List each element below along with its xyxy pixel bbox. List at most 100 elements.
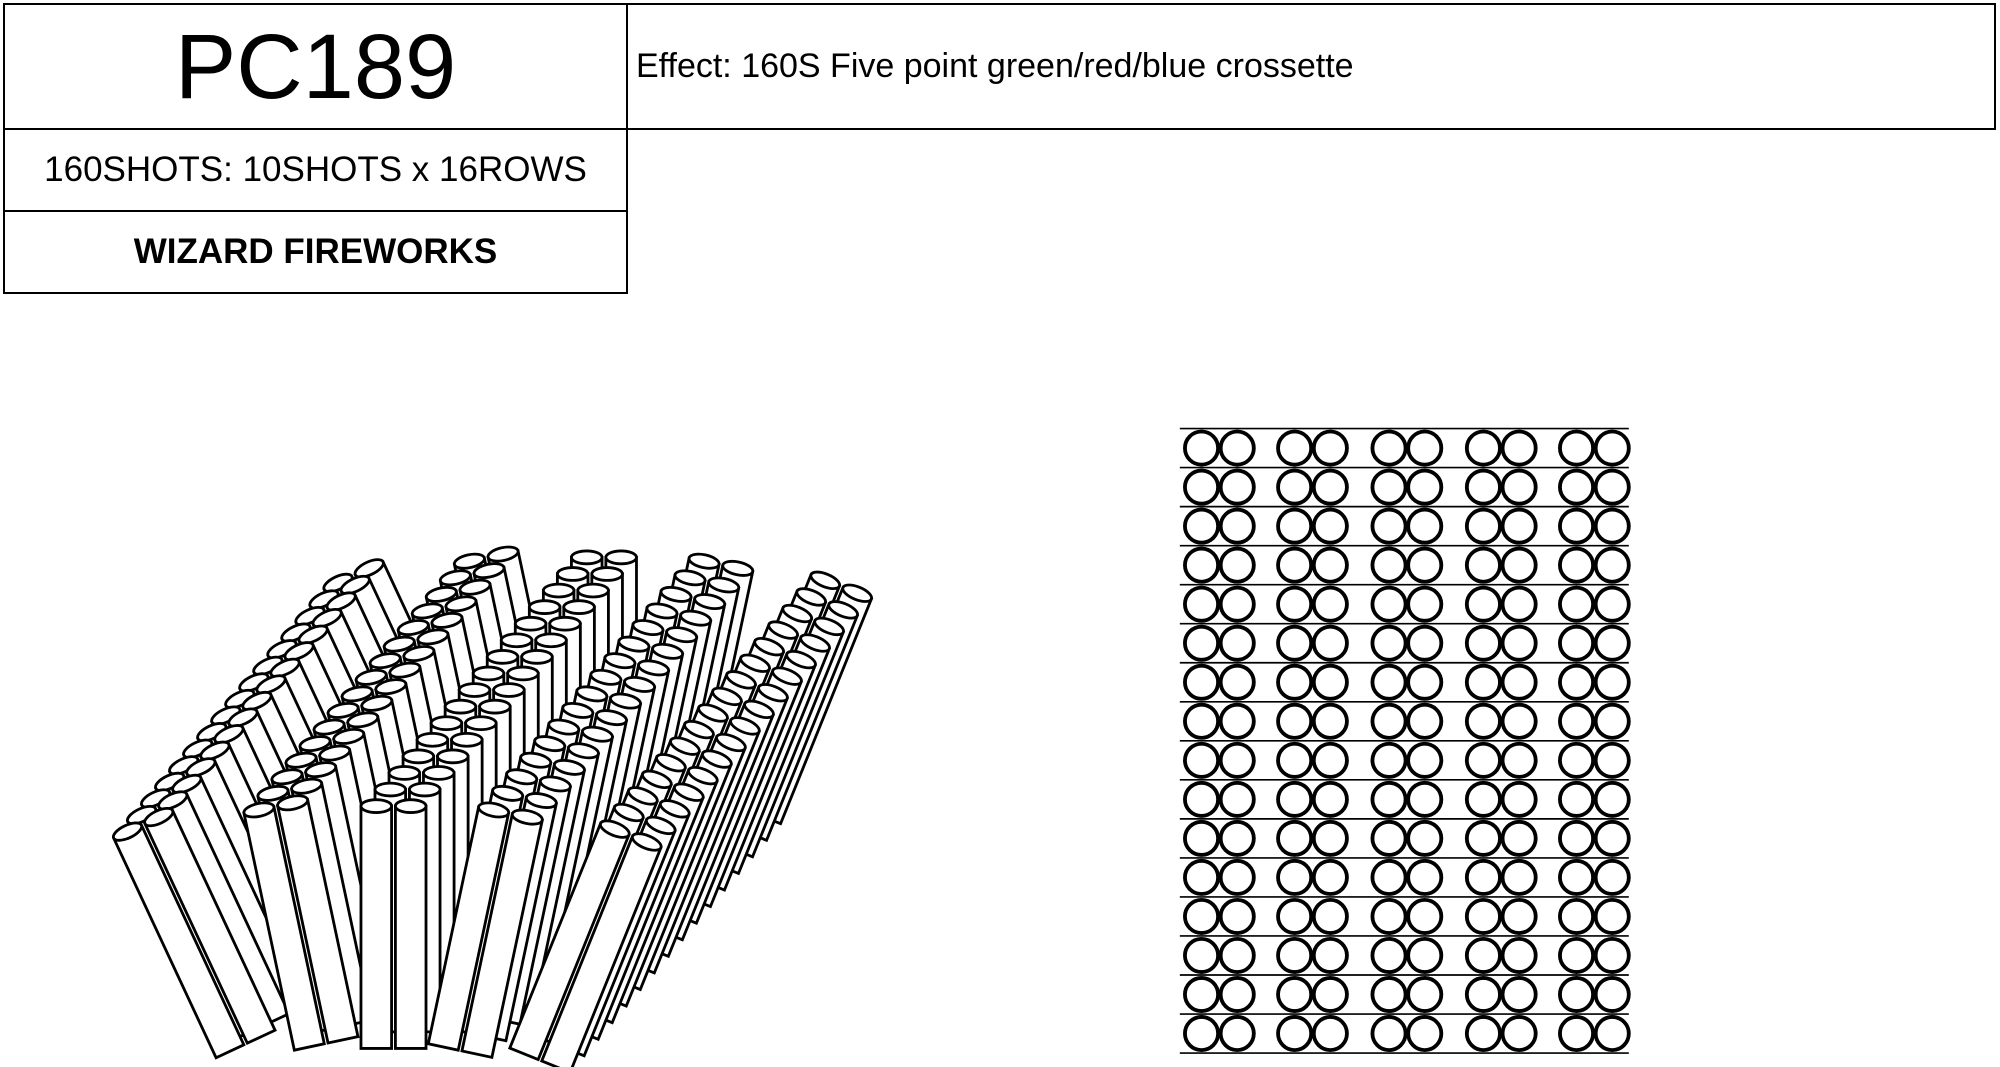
tube-top [589,668,623,686]
tube-top [721,559,755,577]
tube-top [394,798,428,814]
tube-top [143,806,175,828]
tube-top [499,632,534,649]
tube-circle [1311,468,1349,506]
tube-circle [1406,663,1444,701]
tube-top [416,628,450,646]
tube-circle [1593,897,1631,935]
tube-circle [1370,702,1408,740]
tube-top [570,549,604,566]
tube [394,798,428,1050]
tube-circle [1183,702,1221,740]
tube-top [444,595,478,613]
tube-circle [1464,897,1502,935]
tube-top [422,765,456,781]
tube-top [683,719,715,740]
tube-top [241,690,273,712]
tube-top [458,578,492,596]
tube-top [581,725,614,743]
tube-top [669,736,701,756]
tube-circle [1593,819,1631,857]
tube-circle [1218,702,1256,740]
tube-top [533,735,567,753]
tube-circle [1311,663,1349,701]
tube-top [651,642,685,660]
tube-top [373,781,408,798]
tube-circle [1370,663,1408,701]
tube-circle [1218,468,1256,506]
tube-top [415,731,450,748]
tube-circle [1311,702,1349,740]
tube-top [368,652,402,670]
tube-circle [1370,741,1408,779]
tube-top [534,632,568,649]
tube-top [443,698,478,715]
tube-top [555,566,590,582]
tube-circle [1370,624,1408,662]
tube-circle [1276,936,1314,974]
tube-circle [1276,702,1314,740]
tube-circle [1464,546,1502,584]
tube-circle [1406,741,1444,779]
tube-top [346,711,380,729]
tube-top [590,566,624,582]
tube-top [436,748,470,765]
tube-top [298,735,332,753]
tube-circle [1464,780,1502,818]
tube-circle [1500,976,1538,1014]
tube-top [505,768,539,786]
tube [275,794,360,1045]
tube-circle [1558,936,1596,974]
tube-circle [1406,897,1444,935]
tube-circle [1464,702,1502,740]
tube-circle [1370,976,1408,1014]
tube-top [354,668,388,686]
tube-circle [1406,468,1444,506]
tube-top [255,674,287,695]
tube-top [623,676,656,693]
tube-top [659,585,693,603]
tube-top [332,728,366,745]
tube-top [697,703,729,723]
tube [426,801,511,1052]
tube-circle [1311,819,1349,857]
tube-circle [1183,858,1221,896]
brand-text: WIZARD FIREWORKS [133,232,498,271]
tube-top [757,683,789,703]
tube-circle [1183,507,1221,545]
effect-text: Effect: 160S Five point green/red/blue c… [636,47,1354,85]
tube [539,832,663,1067]
tube-top [452,552,486,570]
tube-circle [1276,468,1314,506]
tube-top [552,758,586,776]
tube-top [477,801,511,819]
tube-top [213,724,245,745]
tube [359,798,393,1050]
tube-circle [1593,546,1631,584]
tube-top [827,600,859,620]
tube-circle [1183,976,1221,1014]
tube-circle [1183,624,1221,662]
tube-circle [1593,936,1631,974]
tube-body [394,804,428,1050]
tube-circle [1183,780,1221,818]
tube-top [388,661,422,679]
tube-circle [1276,780,1314,818]
tube-circle [1464,429,1502,467]
tube-circle [1406,780,1444,818]
tube-circle [1406,546,1444,584]
tube-circle [1406,624,1444,662]
tube-circle [1406,936,1444,974]
tube-circle [1311,429,1349,467]
tube-top [457,682,492,698]
tube-circle [1406,976,1444,1014]
tube-top [430,611,464,629]
tube-top [743,699,775,719]
tube-circle [1558,1015,1596,1053]
tube-circle [1276,741,1314,779]
tube-top [809,570,842,591]
tube-top [785,649,817,670]
tube-top [519,751,553,769]
tube-circle [1464,624,1502,662]
tube-top [641,769,673,790]
